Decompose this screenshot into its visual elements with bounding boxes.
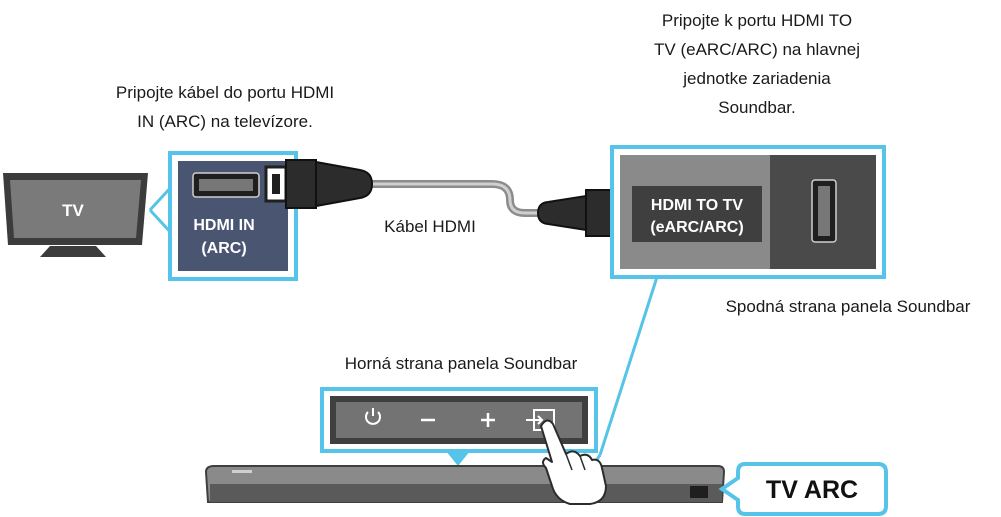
volume-up-icon bbox=[481, 413, 495, 427]
hdmi-plug-tv-end bbox=[264, 159, 374, 209]
tv-illustration: TV bbox=[3, 173, 148, 257]
tv-stand bbox=[40, 246, 106, 257]
tv-port-instruction-line1: Pripojte kábel do portu HDMI bbox=[115, 83, 335, 102]
tv-arc-callout-frame bbox=[718, 462, 888, 516]
soundbar-port-instruction-line3: jednotke zariadenia bbox=[683, 69, 831, 88]
hdmi-cable bbox=[264, 159, 634, 237]
tv-arc-callout: TV ARC bbox=[718, 462, 888, 516]
tv-port-instruction: Pripojte kábel do portu HDMI IN (ARC) na… bbox=[70, 78, 380, 136]
soundbar-port-instruction-line1: Pripojte k portu HDMI TO bbox=[661, 11, 853, 30]
soundbar-logo-mark bbox=[232, 470, 252, 473]
cable-wire bbox=[368, 180, 552, 217]
soundbar-port-label-box bbox=[632, 186, 762, 242]
tv-screen bbox=[10, 180, 141, 238]
bottom-callout-pointer bbox=[598, 276, 659, 456]
cable-label: Kábel HDMI bbox=[384, 217, 476, 236]
soundbar-port-instruction: Pripojte k portu HDMI TO TV (eARC/ARC) n… bbox=[612, 6, 902, 122]
soundbar-bottom-callout: HDMI TO TV (eARC/ARC) bbox=[588, 145, 886, 471]
soundbar-port-label-line2: (eARC/ARC) bbox=[650, 219, 743, 236]
soundbar-body bbox=[204, 465, 726, 503]
tv-port-instruction-line2: IN (ARC) na televízore. bbox=[137, 112, 313, 131]
power-icon bbox=[365, 408, 381, 425]
tv-port-label-line2: (ARC) bbox=[201, 240, 246, 257]
soundbar-display-window bbox=[690, 486, 708, 498]
bottom-side-label: Spodná strana panela Soundbar bbox=[725, 297, 971, 316]
soundbar-port-instruction-line2: TV (eARC/ARC) na hlavnej bbox=[654, 40, 860, 59]
tv-port-callout: HDMI IN (ARC) bbox=[148, 151, 298, 281]
top-side-label: Horná strana panela Soundbar bbox=[344, 354, 578, 373]
soundbar-port-label-line1: HDMI TO TV bbox=[651, 197, 743, 214]
tv-port-label-line1: HDMI IN bbox=[193, 217, 254, 234]
tv-arc-mode-text: TV ARC bbox=[766, 476, 858, 504]
tv-screen-text: TV bbox=[62, 201, 84, 220]
soundbar-port-instruction-line4: Soundbar. bbox=[718, 98, 796, 117]
hand-icon bbox=[540, 419, 607, 505]
